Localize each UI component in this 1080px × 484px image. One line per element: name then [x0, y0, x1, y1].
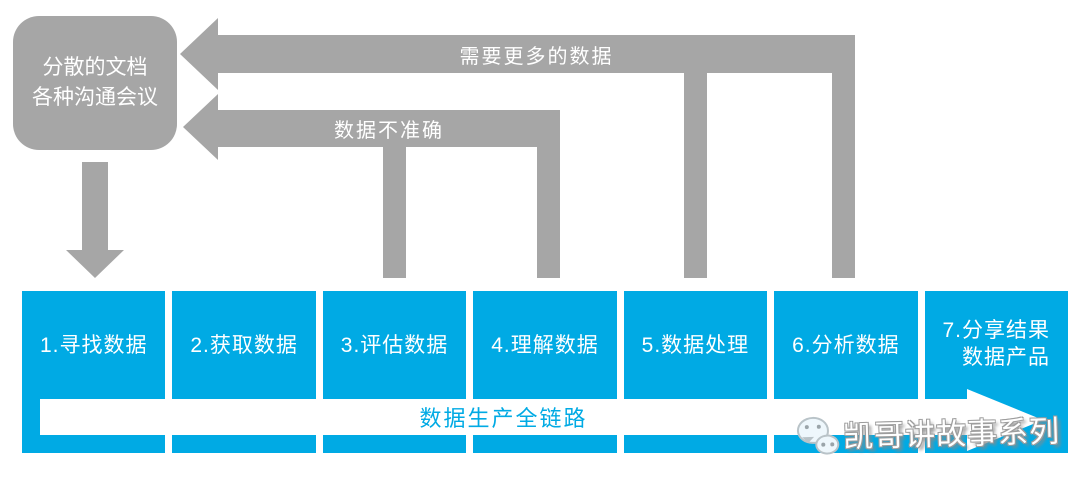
watermark: 凯哥讲故事系列 [794, 403, 1060, 462]
source-box-line2: 各种沟通会议 [32, 86, 158, 109]
feedback-arrow-2-drop-step4 [537, 146, 560, 278]
step-3-label: 3.评估数据 [340, 334, 449, 357]
watermark-text: 凯哥讲故事系列 [842, 415, 1061, 455]
feedback-arrow-1-drop-step5 [684, 72, 707, 278]
pipeline-arrow-label: 数据生产全链路 [419, 406, 588, 431]
step-4-label: 4.理解数据 [491, 334, 599, 357]
feedback-arrow-1-head [180, 18, 218, 90]
down-arrow-head [66, 250, 124, 278]
feedback-arrow-1-label: 需要更多的数据 [459, 45, 614, 68]
feedback-arrow-2-drop-step3 [383, 146, 406, 278]
feedback-arrow-1-body: 需要更多的数据 [218, 35, 855, 73]
step-1-label: 1.寻找数据 [39, 334, 148, 357]
feedback-arrow-2-head [183, 94, 218, 160]
step-7-label-line2: 数据产品 [962, 346, 1050, 369]
source-box-line1: 分散的文档 [42, 56, 148, 79]
step-7-label-line1: 7.分享结果 [942, 319, 1050, 342]
wechat-icon [794, 412, 843, 457]
step-5-label: 5.数据处理 [641, 334, 750, 357]
source-box: 分散的文档 各种沟通会议 [13, 16, 177, 150]
feedback-arrow-2-body: 数据不准确 [218, 110, 560, 147]
down-arrow-shaft [82, 162, 108, 250]
feedback-arrow-2-label: 数据不准确 [334, 120, 444, 142]
step-6-label: 6.分析数据 [792, 334, 900, 357]
step-2-label: 2.获取数据 [190, 334, 298, 357]
feedback-arrow-1-drop-step6 [832, 72, 855, 278]
